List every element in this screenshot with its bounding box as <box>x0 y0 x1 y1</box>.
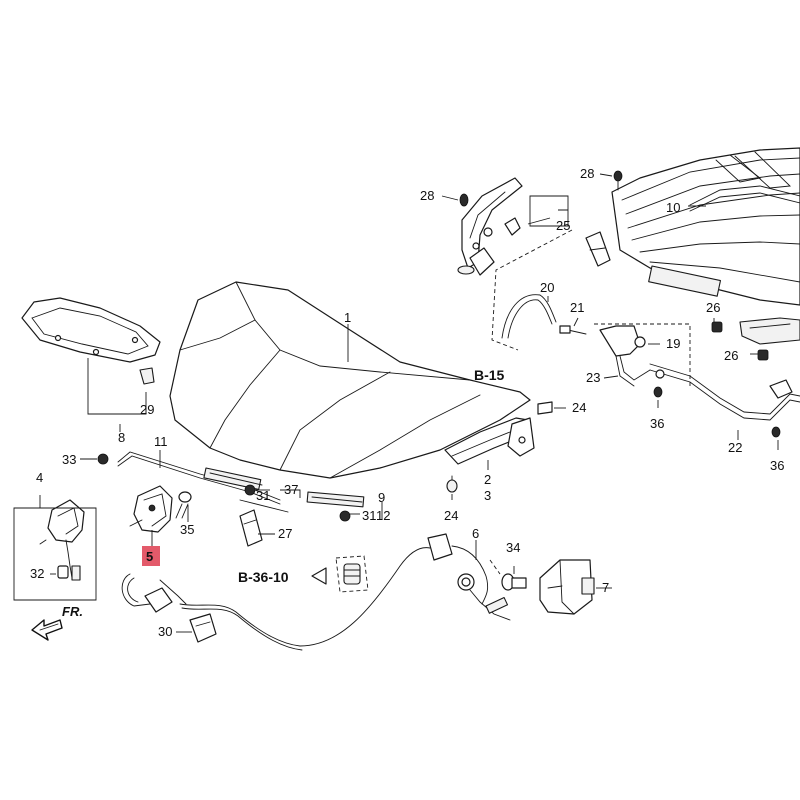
callout-31b: 31 <box>362 508 376 523</box>
ref-label-b3610: B-36-10 <box>238 569 289 585</box>
callout-36a: 36 <box>650 416 664 431</box>
callout-3: 3 <box>484 488 491 503</box>
callout-9: 9 <box>378 490 385 505</box>
callout-32: 32 <box>30 566 44 581</box>
callout-24b: 24 <box>444 508 458 523</box>
hood-support-rod <box>97 451 281 505</box>
latch-detail-4 <box>39 499 85 581</box>
callout-labels: 1 2 3 4 5 6 7 8 9 10 11 12 19 20 21 22 2… <box>30 166 784 639</box>
front-direction-indicator: FR. <box>31 604 83 641</box>
callout-37: 37 <box>284 482 298 497</box>
callout-23: 23 <box>586 370 600 385</box>
ref-label-b15: B-15 <box>474 367 505 383</box>
callout-11: 11 <box>154 434 168 449</box>
bracket-7 <box>539 559 595 615</box>
hood-latch-assembly <box>129 485 192 533</box>
callout-12: 12 <box>376 508 390 523</box>
hood-hinge-lower <box>444 401 553 493</box>
hood-seal-9 <box>306 491 365 508</box>
bolt-34 <box>501 573 527 591</box>
hood-opener-cable <box>121 533 511 651</box>
callout-24a: 24 <box>572 400 586 415</box>
callout-5: 5 <box>146 549 153 564</box>
hood-seal-37 <box>203 467 263 490</box>
callout-26b: 26 <box>724 348 738 363</box>
callout-21: 21 <box>570 300 584 315</box>
cowl-trim-26 <box>711 317 800 361</box>
callout-19: 19 <box>666 336 680 351</box>
callout-4: 4 <box>36 470 43 485</box>
callout-1: 1 <box>344 310 351 325</box>
clip-31a <box>244 484 256 496</box>
weatherstrip-10 <box>689 185 800 212</box>
link-rod <box>239 499 289 513</box>
callout-34: 34 <box>506 540 520 555</box>
callout-27: 27 <box>278 526 292 541</box>
callout-7: 7 <box>602 580 609 595</box>
callout-30: 30 <box>158 624 172 639</box>
callout-6: 6 <box>472 526 479 541</box>
clip-31b <box>339 510 351 522</box>
callout-8: 8 <box>118 430 125 445</box>
callout-28b: 28 <box>580 166 594 181</box>
callout-35: 35 <box>180 522 194 537</box>
callout-26a: 26 <box>706 300 720 315</box>
callout-2: 2 <box>484 472 491 487</box>
callout-36b: 36 <box>770 458 784 473</box>
callout-31a: 31 <box>256 488 270 503</box>
callout-22: 22 <box>728 440 742 455</box>
reference-arrow-b3610 <box>311 567 327 585</box>
highlight-part-5 <box>142 546 160 566</box>
hood-panel <box>169 281 531 479</box>
callout-20: 20 <box>540 280 554 295</box>
callout-29: 29 <box>140 402 154 417</box>
callout-10: 10 <box>666 200 680 215</box>
callout-25: 25 <box>556 218 570 233</box>
callout-33: 33 <box>62 452 76 467</box>
clip-inset <box>335 555 369 593</box>
hood-hinge-assembly <box>457 170 623 276</box>
hood-insulator <box>21 297 161 385</box>
washer-hose-assembly <box>501 294 800 438</box>
fr-label: FR. <box>62 604 83 619</box>
callout-28a: 28 <box>420 188 434 203</box>
leader-lines <box>13 173 779 633</box>
cowl-panel-assembly <box>585 147 800 306</box>
bracket-27 <box>239 509 263 547</box>
